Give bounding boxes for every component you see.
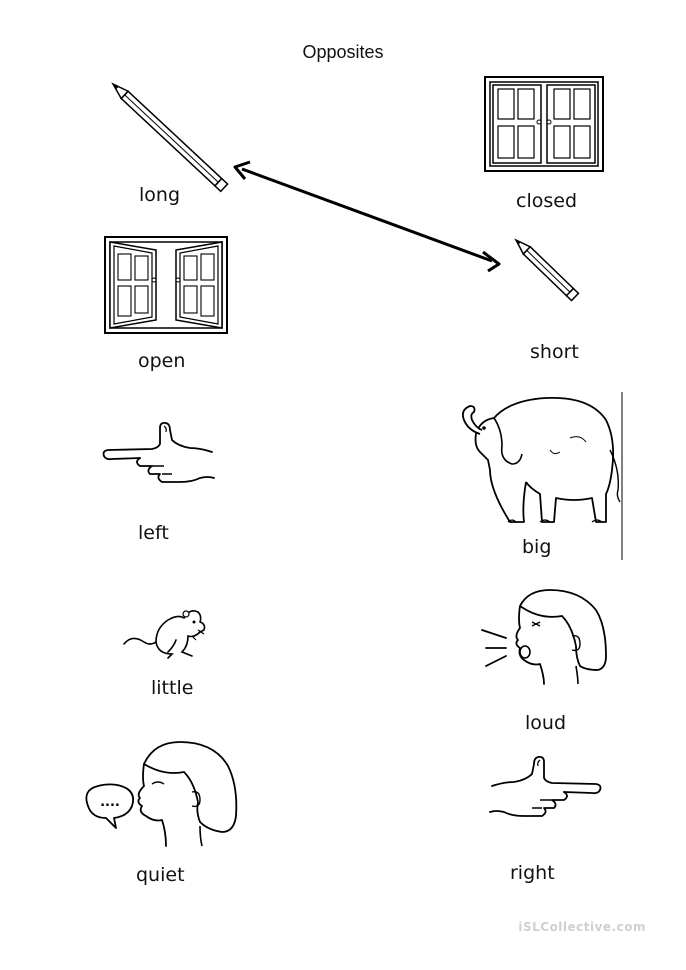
double-arrow-icon xyxy=(233,160,501,273)
word-left: left xyxy=(138,522,169,544)
long-pencil-icon xyxy=(111,82,229,193)
word-quiet: quiet xyxy=(136,864,185,886)
word-short: short xyxy=(530,341,579,363)
word-long: long xyxy=(139,184,181,206)
hand-pointing-right-icon xyxy=(489,755,602,817)
word-open: open xyxy=(138,350,186,372)
word-right: right xyxy=(510,862,555,884)
open-window-icon xyxy=(104,236,228,334)
word-little: little xyxy=(151,677,194,699)
word-big: big xyxy=(522,536,552,558)
quiet-face-icon: .... xyxy=(85,741,238,847)
word-closed: closed xyxy=(516,190,577,212)
watermark: iSLCollective.com xyxy=(518,920,646,934)
shouting-face-icon xyxy=(481,589,607,685)
hand-pointing-left-icon xyxy=(102,421,215,483)
elephant-icon xyxy=(461,392,623,560)
short-pencil-icon xyxy=(514,238,580,302)
page-title: Opposites xyxy=(302,42,384,62)
mouse-icon xyxy=(123,610,206,659)
speech-bubble-text: .... xyxy=(100,795,120,810)
word-loud: loud xyxy=(525,712,567,734)
closed-window-icon xyxy=(484,76,604,172)
